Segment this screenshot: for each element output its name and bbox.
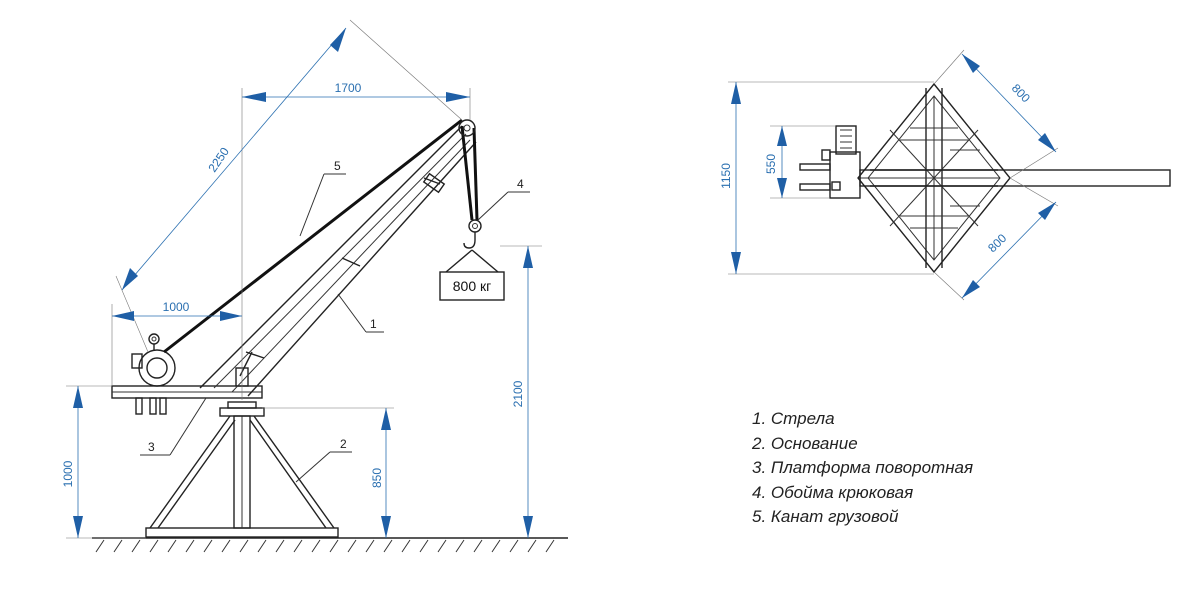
plan-view: 1150 550 800 800 bbox=[719, 49, 1171, 301]
dim-plan-side-top: 800 bbox=[961, 53, 1057, 153]
dim-counter-length-label: 1000 bbox=[163, 300, 190, 314]
dim-plan-width-label: 1150 bbox=[719, 163, 733, 189]
legend-item-hook-block: 4. Обойма крюковая bbox=[752, 482, 914, 502]
callout-2: 2 bbox=[295, 437, 352, 483]
dim-counter-length: 1000 bbox=[112, 300, 242, 321]
callout-5-label: 5 bbox=[334, 159, 341, 173]
dim-platform-height-label: 1000 bbox=[61, 460, 75, 487]
dim-plan-span-label: 550 bbox=[764, 154, 778, 174]
callout-3: 3 bbox=[140, 397, 207, 456]
hook-block bbox=[463, 219, 482, 249]
legend-item-boom: 1. Стрела bbox=[752, 409, 835, 428]
dim-platform-height: 1000 bbox=[61, 386, 83, 538]
top-pulley bbox=[458, 119, 476, 137]
dim-boom-length-label: 2250 bbox=[205, 145, 232, 175]
dim-plan-side-bottom-label: 800 bbox=[985, 231, 1009, 255]
plan-winch bbox=[799, 125, 861, 199]
dim-boom-reach-label: 1700 bbox=[335, 81, 362, 95]
legend-item-base: 2. Основание bbox=[752, 433, 858, 453]
callout-2-label: 2 bbox=[340, 437, 347, 451]
dim-boom-reach: 1700 bbox=[242, 81, 470, 102]
plan-extension-lines bbox=[728, 49, 1059, 301]
legend-item-rope: 5. Канат грузовой bbox=[752, 507, 899, 526]
dim-base-height: 850 bbox=[370, 408, 391, 538]
crane-base bbox=[145, 401, 339, 538]
load-label: 800 кг bbox=[453, 278, 491, 294]
plan-boom bbox=[859, 169, 1171, 187]
dim-plan-span: 550 bbox=[764, 126, 787, 198]
ground bbox=[92, 537, 568, 553]
load: 800 кг bbox=[439, 249, 505, 301]
rotating-platform bbox=[111, 367, 263, 415]
winch bbox=[131, 333, 176, 387]
boom bbox=[199, 125, 477, 397]
dim-plan-width: 1150 bbox=[719, 82, 741, 274]
dim-hook-height-label: 2100 bbox=[511, 380, 525, 407]
legend: 1. Стрела 2. Основание 3. Платформа пово… bbox=[752, 407, 973, 530]
dim-hook-height: 2100 bbox=[511, 246, 533, 538]
dim-plan-side-top-label: 800 bbox=[1009, 81, 1033, 105]
legend-item-platform: 3. Платформа поворотная bbox=[752, 458, 974, 477]
callout-4-label: 4 bbox=[517, 177, 524, 191]
callout-3-label: 3 bbox=[148, 440, 155, 454]
dim-plan-side-bottom: 800 bbox=[961, 201, 1057, 299]
hoist-rope bbox=[163, 118, 479, 354]
callout-5: 5 bbox=[299, 159, 346, 237]
side-view: 800 кг 1700 2250 bbox=[61, 19, 568, 553]
callout-1: 1 bbox=[337, 293, 384, 333]
dim-base-height-label: 850 bbox=[370, 468, 384, 488]
dim-boom-length: 2250 bbox=[121, 27, 347, 291]
callout-1-label: 1 bbox=[370, 317, 377, 331]
callout-4: 4 bbox=[477, 177, 530, 221]
